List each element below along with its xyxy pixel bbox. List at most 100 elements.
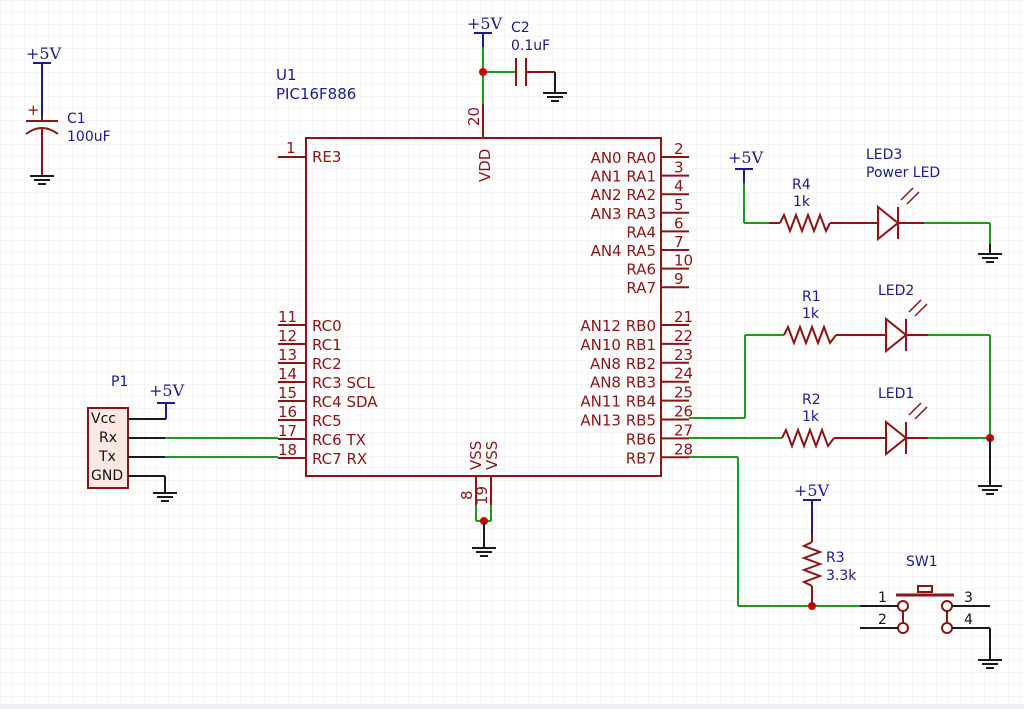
led1-ref: LED1 [878, 386, 914, 402]
u1-left-pin-number: 17 [278, 422, 297, 440]
p1-pin-vcc: Vcc [91, 411, 116, 427]
u1-left-pin-name: RC3 SCL [312, 374, 375, 392]
u1-left-pin-name: RC1 [312, 336, 342, 354]
c2-ref: C2 [511, 20, 530, 36]
bottom-scrollbar[interactable] [0, 704, 1024, 709]
u1-right-pin-name: AN2 RA2 [591, 186, 656, 204]
switch-branch[interactable]: +5V R3 3.3k SW1 1 2 3 4 [689, 456, 1003, 669]
r4-value: 1k [793, 194, 811, 210]
u1-left-pin-number: 18 [278, 441, 297, 459]
u1-left-pin-number: 15 [278, 384, 297, 402]
u1-left-pin-name: RC4 SDA [312, 393, 378, 411]
u1-right-pin-number: 10 [674, 252, 693, 270]
r3-resistor [801, 541, 823, 587]
u1-left-pin-name: RC7 RX [312, 450, 367, 468]
u1-right-pin-name: AN12 RB0 [580, 317, 656, 335]
u1-pin-vss-a: VSS [467, 441, 485, 470]
p1-pin-tx: Tx [98, 449, 116, 465]
u1-right-pin-name: RA4 [626, 223, 656, 241]
sw1-pin2: 2 [878, 612, 887, 628]
u1-right-pin-name: AN13 RB5 [580, 412, 656, 430]
u1-left-pin-name: RC6 TX [312, 431, 366, 449]
power-led-branch[interactable]: +5V R4 1k LED3 Power LED [728, 147, 1003, 263]
vss-ground [471, 505, 497, 557]
u1-left-pin-name: RC5 [312, 412, 342, 430]
r2-ref: R2 [802, 392, 821, 408]
led3-ref: LED3 [866, 147, 902, 163]
u1-left-pin-number: 11 [278, 308, 297, 326]
u1-right-pin-number: 24 [674, 365, 693, 383]
u1-right-pin-name: AN0 RA0 [591, 149, 656, 167]
r2-resistor [781, 427, 835, 449]
sw1-ref: SW1 [906, 554, 938, 570]
uart-wires [165, 437, 278, 458]
c2-capacitor[interactable]: C2 0.1uF [511, 20, 568, 102]
led3-value: Power LED [866, 165, 940, 181]
u1-right-pin-name: AN3 RA3 [591, 205, 656, 223]
c1-value: 100uF [67, 129, 111, 145]
u1-mcu[interactable]: U1 PIC16F886 1 RE3 20 VDD 8 19 VSS VSS 1… [276, 66, 693, 505]
u1-left-pin-number: 12 [278, 327, 297, 345]
u1-pin1-number: 1 [286, 139, 296, 157]
u1-right-pin-name: AN10 RB1 [580, 336, 656, 354]
u1-right-pin-name: AN4 RA5 [591, 242, 656, 260]
u1-right-pin-number: 21 [674, 308, 693, 326]
r2-value: 1k [802, 409, 820, 425]
u1-left-pin-name: RC2 [312, 355, 342, 373]
r4-ref: R4 [792, 177, 811, 193]
led2-ref: LED2 [878, 283, 914, 299]
u1-right-pin-number: 28 [674, 440, 693, 458]
power-label-c1: +5V [26, 44, 62, 63]
u1-ref: U1 [276, 66, 297, 84]
u1-right-pin-number: 9 [674, 270, 684, 288]
u1-right-pin-number: 23 [674, 346, 693, 364]
p1-header[interactable]: P1 Vcc Rx Tx GND +5V [87, 374, 185, 502]
p1-ref: P1 [111, 374, 128, 390]
power-label-u1: +5V [467, 14, 503, 33]
u1-right-pin-name: RA7 [626, 279, 656, 297]
u1-right-pin-number: 22 [674, 327, 693, 345]
r4-resistor [779, 212, 831, 234]
c1-capacitor[interactable]: +5V + C1 100uF [25, 44, 111, 185]
c1-plus-mark: + [27, 101, 40, 119]
u1-left-pin-number: 16 [278, 403, 297, 421]
u1-right-pin-number: 27 [674, 421, 693, 439]
u1-left-pin-number: 14 [278, 365, 297, 383]
u1-right-pin-number: 2 [674, 140, 684, 158]
sw1-pin4: 4 [964, 612, 973, 628]
u1-right-pin-number: 6 [674, 214, 684, 232]
sw1-switch: 1 2 3 4 [860, 585, 990, 634]
r1-ref: R1 [802, 289, 821, 305]
power-label-r4: +5V [728, 148, 764, 167]
led3-diode [877, 204, 900, 242]
led2-branch[interactable]: R1 1k LED2 [689, 283, 991, 438]
vdd-supply: +5V [467, 14, 516, 104]
power-label-p1: +5V [149, 381, 185, 400]
junction-vdd [479, 68, 487, 76]
u1-left-pin-number: 13 [278, 346, 297, 364]
c1-ref: C1 [67, 111, 86, 127]
u1-pin20-number: 20 [465, 107, 483, 126]
u1-right-pin-name: AN8 RB3 [590, 374, 656, 392]
sw1-pin1: 1 [878, 590, 887, 606]
u1-pin19-number: 19 [473, 486, 491, 505]
led2-diode [885, 316, 908, 354]
led1-branch[interactable]: R2 1k LED1 [689, 386, 1003, 495]
p1-body [87, 407, 129, 489]
c2-value: 0.1uF [511, 38, 550, 54]
u1-pin-re3: RE3 [312, 148, 341, 166]
u1-value: PIC16F886 [276, 85, 356, 103]
u1-right-pin-name: RA6 [626, 261, 656, 279]
u1-pin-vdd: VDD [476, 149, 494, 182]
r1-value: 1k [802, 306, 820, 322]
u1-right-pin-name: AN8 RB2 [590, 355, 656, 373]
u1-right-pin-name: RB7 [626, 449, 656, 467]
u1-pin-vss-b: VSS [483, 441, 501, 470]
u1-right-pin-name: AN11 RB4 [580, 393, 656, 411]
led1-diode [885, 419, 908, 457]
u1-right-pin-number: 4 [674, 177, 684, 195]
u1-left-pin-name: RC0 [312, 317, 342, 335]
u1-right-pin-name: AN1 RA1 [591, 168, 656, 186]
